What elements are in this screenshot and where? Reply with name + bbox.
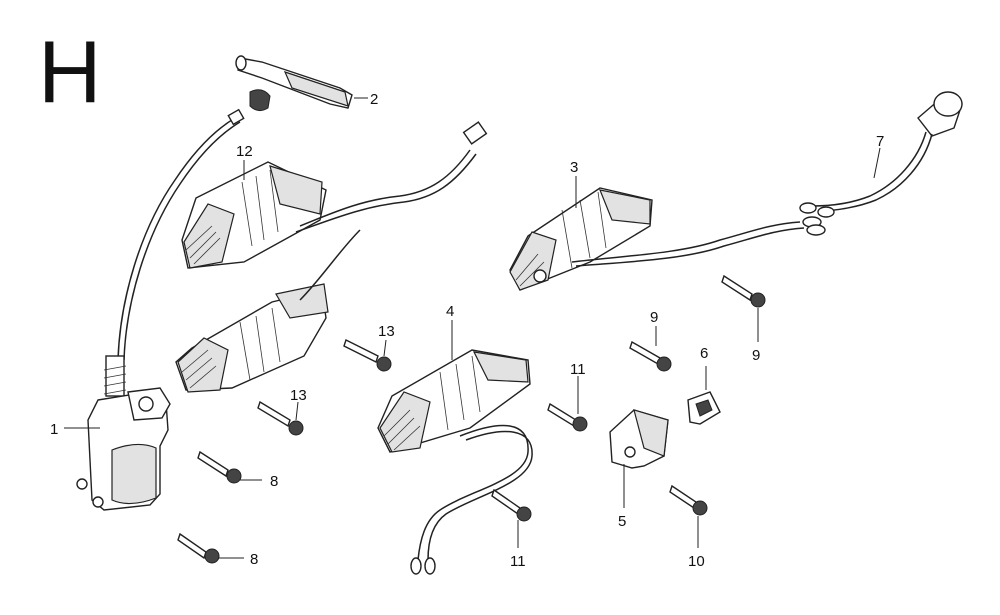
spark-plug-cap	[235, 55, 353, 112]
callout-8b: 8	[250, 551, 258, 568]
bolt-11a	[547, 402, 588, 432]
exciter-coil-lower	[175, 283, 329, 393]
callout-9a: 9	[650, 309, 658, 326]
ht-lead	[117, 117, 236, 361]
bolt-9b	[721, 274, 766, 308]
leader-lines	[64, 97, 881, 559]
section-letter: H	[38, 22, 102, 121]
bolt-8b	[177, 532, 220, 564]
callout-4: 4	[446, 303, 454, 320]
bolt-10	[669, 484, 708, 516]
bracket	[609, 409, 669, 469]
pulser-coil	[377, 349, 533, 575]
callout-13a: 13	[378, 323, 395, 340]
callout-9b: 9	[752, 347, 760, 364]
bolt-9a	[629, 340, 672, 372]
callout-2: 2	[370, 91, 378, 108]
exciter-coil-upper	[181, 161, 327, 269]
charge-coil	[509, 187, 826, 291]
callout-11b: 11	[510, 553, 526, 570]
callout-12: 12	[236, 143, 253, 160]
callout-1: 1	[50, 421, 58, 438]
stop-switch-lead	[799, 91, 963, 218]
callout-6: 6	[700, 345, 708, 362]
callout-7: 7	[876, 133, 884, 150]
ignition-coil	[76, 355, 171, 511]
bolt-11b	[491, 488, 532, 522]
bolt-13b	[257, 400, 304, 436]
callout-8a: 8	[270, 473, 278, 490]
callout-5: 5	[618, 513, 626, 530]
callout-3: 3	[570, 159, 578, 176]
callout-13b: 13	[290, 387, 307, 404]
callout-11a: 11	[570, 361, 586, 378]
bolt-8a	[197, 450, 242, 484]
nut-plate	[687, 391, 721, 425]
bolt-13a	[343, 339, 392, 372]
callout-10: 10	[688, 553, 705, 570]
